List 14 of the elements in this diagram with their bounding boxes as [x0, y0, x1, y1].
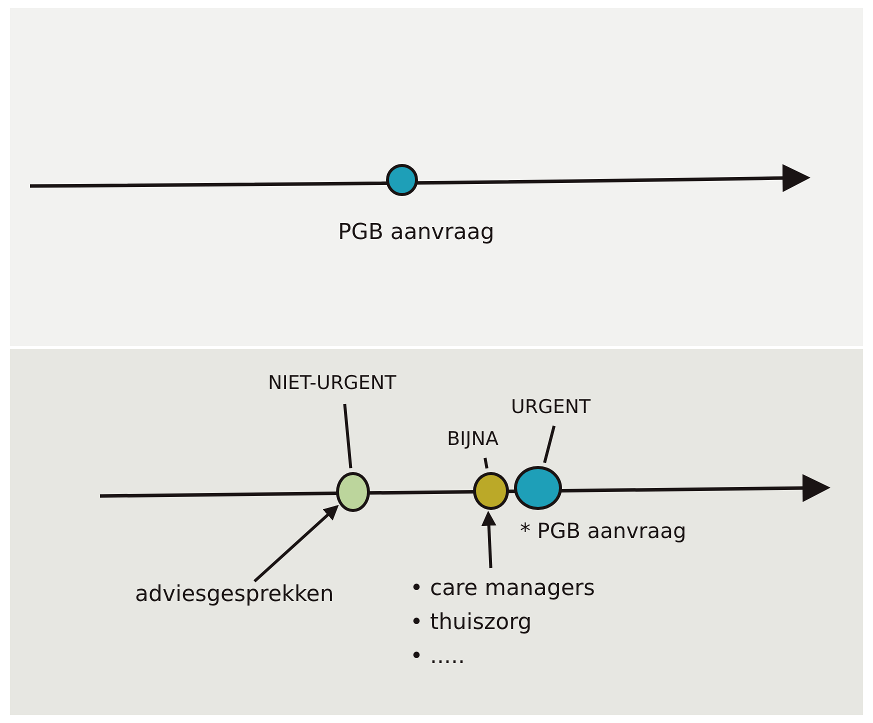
event-label: * PGB aanvraag: [520, 520, 686, 542]
urgency-label: BIJNA: [447, 428, 517, 454]
arrow: [254, 504, 339, 582]
urgency-label: URGENT: [511, 396, 606, 422]
arrow: [481, 510, 496, 568]
annotation-text: adviesgesprekken: [135, 584, 335, 614]
list-item: • care managers: [410, 575, 596, 603]
urgency-label: NIET-URGENT: [268, 372, 418, 400]
list-item: • .....: [410, 643, 466, 671]
leader-line: [484, 458, 488, 469]
leader-line: [543, 426, 556, 464]
leader-line: [343, 404, 352, 468]
event-label: PGB aanvraag: [338, 222, 494, 244]
list-item: • thuiszorg: [410, 609, 533, 637]
